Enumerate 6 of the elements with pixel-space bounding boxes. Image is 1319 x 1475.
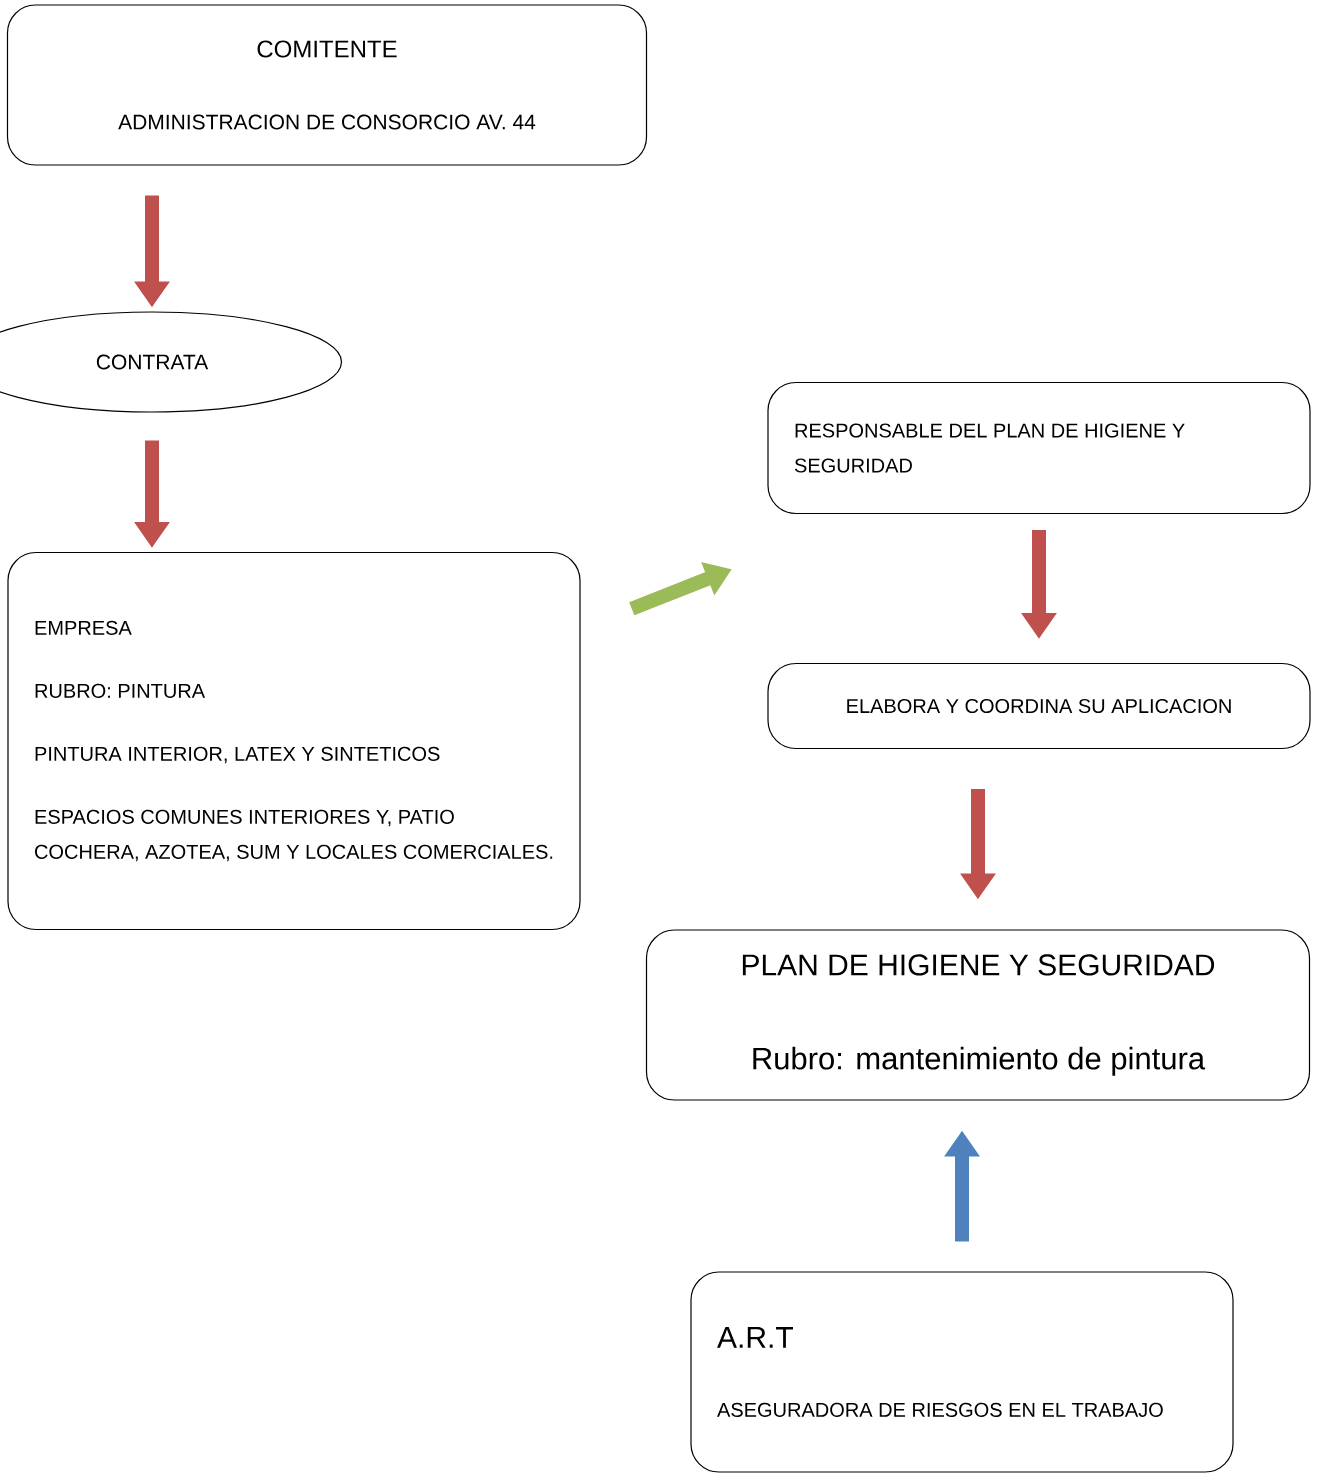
process-box: PLAN DE HIGIENE Y SEGURIDAD Rubro: mantenimiento de pintura bbox=[645, 929, 1311, 1101]
process-box: RESPONSABLE DEL PLAN DE HIGIENE Y SEGURIDAD bbox=[767, 381, 1311, 515]
process-box: EMPRESA RUBRO: PINTURA PINTURA INTERIOR, LATEX Y SINTETICOS ESPACIOS COMUNES INTERIORES Y, PATIO COCHERA, AZOTEA, SUM Y LOCALES COMERCIALES. bbox=[7, 551, 581, 931]
process-box: A.R.T ASEGURADORA DE RIESGOS EN EL TRABAJO bbox=[690, 1271, 1234, 1473]
process-box: ELABORA Y COORDINA SU APLICACION bbox=[767, 662, 1311, 750]
process-box: COMITENTE ADMINISTRACION DE CONSORCIO AV. 44 bbox=[6, 4, 648, 166]
